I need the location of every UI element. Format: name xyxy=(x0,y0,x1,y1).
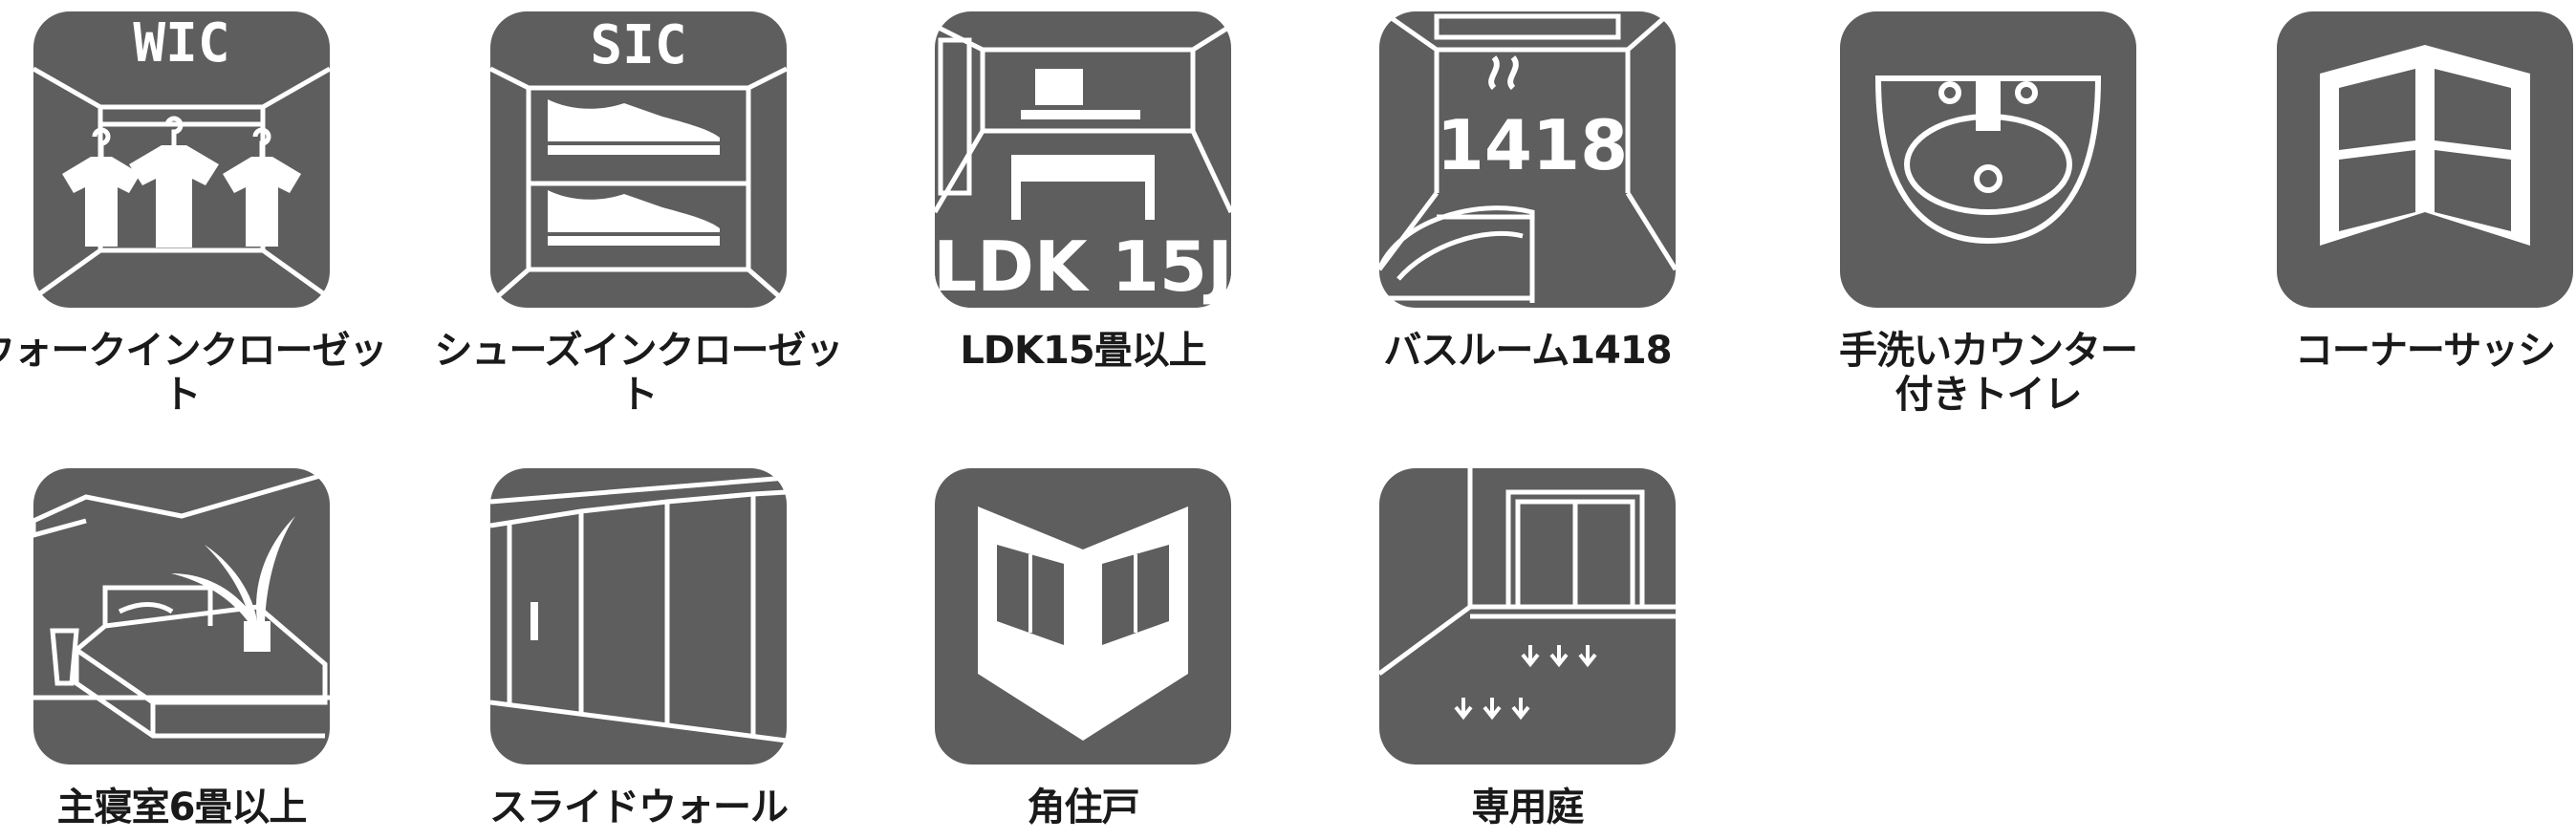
washbasin-icon xyxy=(1840,11,2136,308)
feature-label: LDK15畳以上 xyxy=(960,329,1206,373)
shoes-in-closet-icon: SIC xyxy=(490,11,787,308)
walk-in-closet-icon: WIC xyxy=(33,11,330,308)
feature-label: コーナーサッシ xyxy=(2294,329,2556,373)
feature-label: 専用庭 xyxy=(1471,786,1585,829)
master-bedroom-icon xyxy=(33,468,330,765)
badge-text: LDK 15J xyxy=(935,226,1231,307)
feature-label: スライドウォール xyxy=(489,786,789,829)
badge-text: SIC xyxy=(590,14,686,76)
badge-text: WIC xyxy=(133,12,229,75)
badge-text: 1418 xyxy=(1437,105,1628,185)
feature-label: 手洗いカウンター 付きトイレ xyxy=(1839,329,2138,417)
corner-sash-icon xyxy=(2277,11,2573,308)
feature-label: 角住戸 xyxy=(1027,786,1140,829)
slide-wall-icon xyxy=(490,468,787,765)
feature-label: 主寝室6畳以上 xyxy=(56,786,308,829)
ldk-room-icon: LDK 15J xyxy=(935,11,1231,308)
feature-label: ウォークインクローゼット xyxy=(0,329,388,417)
private-garden-icon xyxy=(1379,468,1676,765)
corner-unit-icon xyxy=(935,468,1231,765)
bathroom-icon: 1418 xyxy=(1379,11,1676,308)
feature-label: バスルーム1418 xyxy=(1383,329,1672,373)
feature-label: シューズインクローゼット xyxy=(434,329,844,417)
